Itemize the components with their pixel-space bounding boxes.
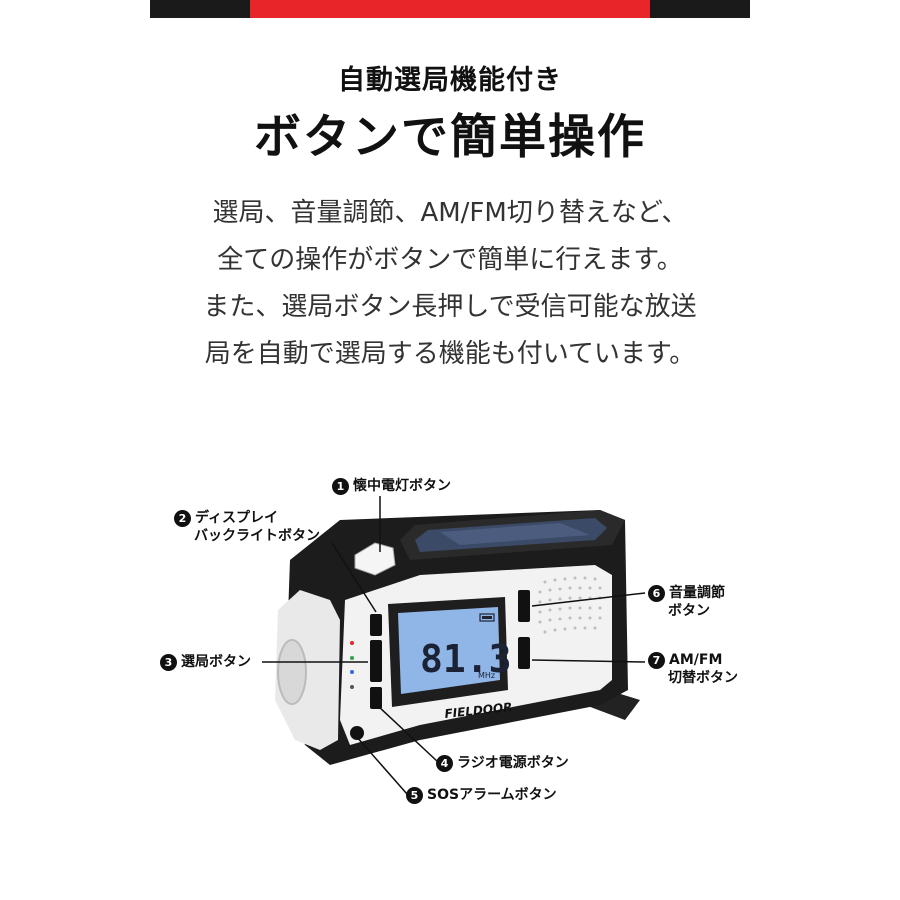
- callout-number: 3: [160, 653, 177, 671]
- flashlight-button: [354, 542, 396, 576]
- top-accent-bar: [150, 0, 750, 18]
- callout-text: ディスプレイ: [195, 510, 279, 526]
- callout-text: 懐中電灯ボタン: [353, 478, 451, 494]
- volume-button: [518, 590, 530, 622]
- tuning-button: [370, 640, 382, 682]
- page-title: ボタンで簡単操作: [254, 110, 646, 165]
- callout-text: SOSアラームボタン: [427, 787, 557, 803]
- callout-text: ラジオ電源ボタン: [457, 755, 569, 771]
- callout-number: 4: [436, 754, 453, 772]
- callout-number: 5: [406, 786, 423, 804]
- callout-number: 2: [174, 509, 191, 527]
- callout-number: 1: [332, 477, 349, 495]
- callout-text: バックライトボタン: [194, 528, 320, 544]
- callout-number: 7: [648, 651, 665, 669]
- description: 選局、音量調節、AM/FM切り替えなど、 全ての操作がボタンで簡単に行えます。 …: [0, 190, 900, 378]
- top-bar-red: [250, 0, 650, 18]
- callout-lines: [262, 496, 646, 795]
- top-bar-dark-right: [650, 0, 750, 18]
- lcd-frequency: 81.3: [420, 637, 512, 681]
- speaker-grille: [538, 576, 602, 634]
- sos-button: [350, 726, 364, 740]
- description-line: 選局、音量調節、AM/FM切り替えなど、: [212, 198, 688, 228]
- subtitle: 自動選局機能付き: [338, 65, 562, 96]
- top-bar-dark-left: [150, 0, 250, 18]
- am-fm-button: [518, 637, 530, 669]
- callout-text: AM/FM: [669, 652, 723, 668]
- lcd-display: [398, 607, 500, 694]
- description-line: 局を自動で選局する機能も付いています。: [204, 339, 696, 369]
- callout-text: ボタン: [668, 603, 710, 619]
- backlight-button: [370, 614, 382, 636]
- callout-text: 選局ボタン: [181, 654, 251, 670]
- callout-text: 音量調節: [669, 585, 725, 601]
- battery-icon: [479, 613, 495, 622]
- description-line: また、選局ボタン長押しで受信可能な放送: [203, 292, 697, 322]
- callout-number: 6: [648, 584, 665, 602]
- radio-power-button: [370, 687, 382, 709]
- callout-text: 切替ボタン: [668, 670, 738, 686]
- lcd-unit: MHz: [478, 671, 495, 680]
- flashlight-end: [275, 590, 340, 750]
- description-line: 全ての操作がボタンで簡単に行えます。: [217, 245, 683, 275]
